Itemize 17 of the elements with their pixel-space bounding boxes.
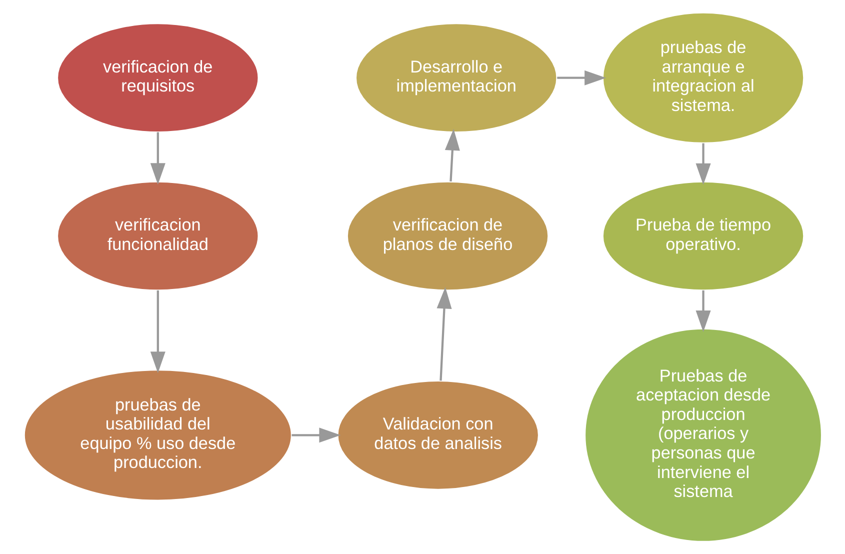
- node-ellipse: Validacion con datos de analisis: [336, 380, 539, 490]
- arrow: [695, 143, 710, 185]
- arrow: [150, 290, 165, 374]
- arrow: [436, 287, 452, 381]
- arrow: [444, 128, 460, 182]
- arrow: [556, 70, 606, 86]
- node-ellipse: pruebas de usabilidad del equipo % uso desde produccion.: [23, 370, 292, 501]
- node-ellipse: Desarrollo e implementacion: [354, 23, 557, 133]
- arrow: [291, 428, 340, 443]
- arrow: [695, 290, 710, 332]
- node-ellipse: verificacion funcionalidad: [56, 181, 258, 291]
- arrow: [150, 132, 165, 185]
- node-ellipse: pruebas de arranque e integracion al sistema.: [602, 12, 804, 144]
- node-ellipse: verificacion de requisitos: [56, 23, 258, 133]
- node-ellipse: verificacion de planos de diseño: [346, 181, 548, 291]
- node-ellipse: Pruebas de aceptacion desde produccion (operarios y personas que interviene el sistema: [584, 328, 822, 542]
- node-ellipse: Prueba de tiempo operativo.: [602, 181, 804, 291]
